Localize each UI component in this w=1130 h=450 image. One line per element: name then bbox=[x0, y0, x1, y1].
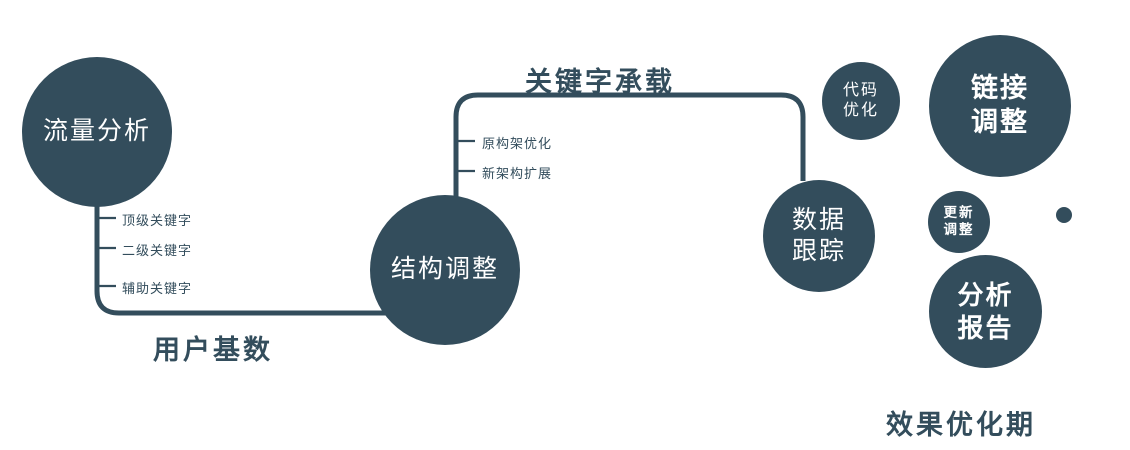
node-structure-adjustment-label: 结构调整 bbox=[390, 255, 499, 284]
node-analysis-report: 分析 报告 bbox=[929, 255, 1042, 368]
node-data-tracking-label: 数据 跟踪 bbox=[791, 205, 846, 265]
edge-traffic-to-structure bbox=[94, 200, 386, 316]
node-link-adjustment-label: 链接 调整 bbox=[971, 73, 1029, 137]
node-traffic-analysis-label: 流量分析 bbox=[42, 117, 151, 146]
node-update-adjustment-label: 更新 调整 bbox=[943, 205, 975, 237]
node-traffic-analysis: 流量分析 bbox=[22, 57, 172, 207]
edge-structure-to-tracking bbox=[453, 92, 806, 197]
node-code-optimization-label: 代码 优化 bbox=[842, 82, 879, 119]
branch-label-auxiliary-keywords: 辅助关键字 bbox=[122, 281, 193, 296]
branch-label-secondary-keywords: 二级关键字 bbox=[122, 243, 193, 258]
branch-label-top-keywords: 顶级关键字 bbox=[122, 213, 193, 228]
node-code-optimization: 代码 优化 bbox=[822, 62, 900, 140]
node-structure-adjustment: 结构调整 bbox=[370, 195, 520, 345]
tick-left-keywords bbox=[97, 216, 116, 288]
tick-middle-items bbox=[456, 139, 475, 173]
edge-label-keyword-carry: 关键字承载 bbox=[525, 67, 675, 97]
edge-label-user-base: 用户基数 bbox=[153, 335, 273, 365]
node-link-adjustment: 链接 调整 bbox=[929, 35, 1071, 177]
branch-label-new-architecture: 新架构扩展 bbox=[482, 166, 553, 181]
node-analysis-report-label: 分析 报告 bbox=[957, 280, 1014, 343]
node-data-tracking: 数据 跟踪 bbox=[763, 180, 875, 292]
edge-label-effect-phase: 效果优化期 bbox=[886, 410, 1036, 440]
branch-label-original-architecture: 原构架优化 bbox=[482, 136, 553, 151]
dot-marker bbox=[1056, 207, 1072, 223]
node-update-adjustment: 更新 调整 bbox=[928, 191, 990, 253]
